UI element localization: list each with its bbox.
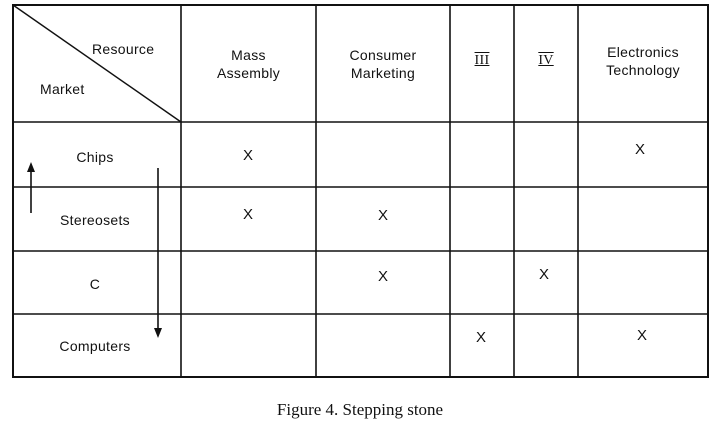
- table-grid: [12, 4, 709, 378]
- column-header-iii: III: [474, 53, 490, 68]
- row-label-chips: Chips: [76, 149, 114, 165]
- cell-r3-c2: X: [475, 329, 486, 346]
- column-header-mass-assembly: Mass Assembly: [216, 47, 281, 81]
- cell-r0-c0: X: [242, 147, 253, 164]
- row-label-stereosets: Stereosets: [60, 212, 130, 228]
- corner-label-resource: Resource: [92, 41, 155, 57]
- row-label-computers: Computers: [59, 338, 131, 354]
- corner-label-market: Market: [40, 81, 85, 97]
- cell-r1-c1: X: [377, 207, 388, 224]
- row-label-c: C: [89, 276, 101, 292]
- table-border: [12, 4, 709, 378]
- cell-r0-c4: X: [634, 141, 645, 158]
- cell-r2-c1: X: [377, 268, 388, 285]
- cell-r3-c4: X: [636, 327, 647, 344]
- cell-r2-c3: X: [538, 266, 549, 283]
- column-header-iv: IV: [538, 53, 554, 68]
- stepping-stone-figure: Resource Market Mass Assembly Consumer M…: [12, 4, 709, 378]
- column-header-electronics-technology: Electronics Technology: [606, 44, 680, 78]
- cell-r1-c0: X: [242, 206, 253, 223]
- up-arrow-icon: [27, 162, 35, 172]
- column-header-consumer-marketing: Consumer Marketing: [349, 47, 417, 81]
- figure-caption: Figure 4. Stepping stone: [276, 400, 444, 419]
- down-arrow-icon: [154, 328, 162, 338]
- corner-diagonal: [12, 4, 182, 123]
